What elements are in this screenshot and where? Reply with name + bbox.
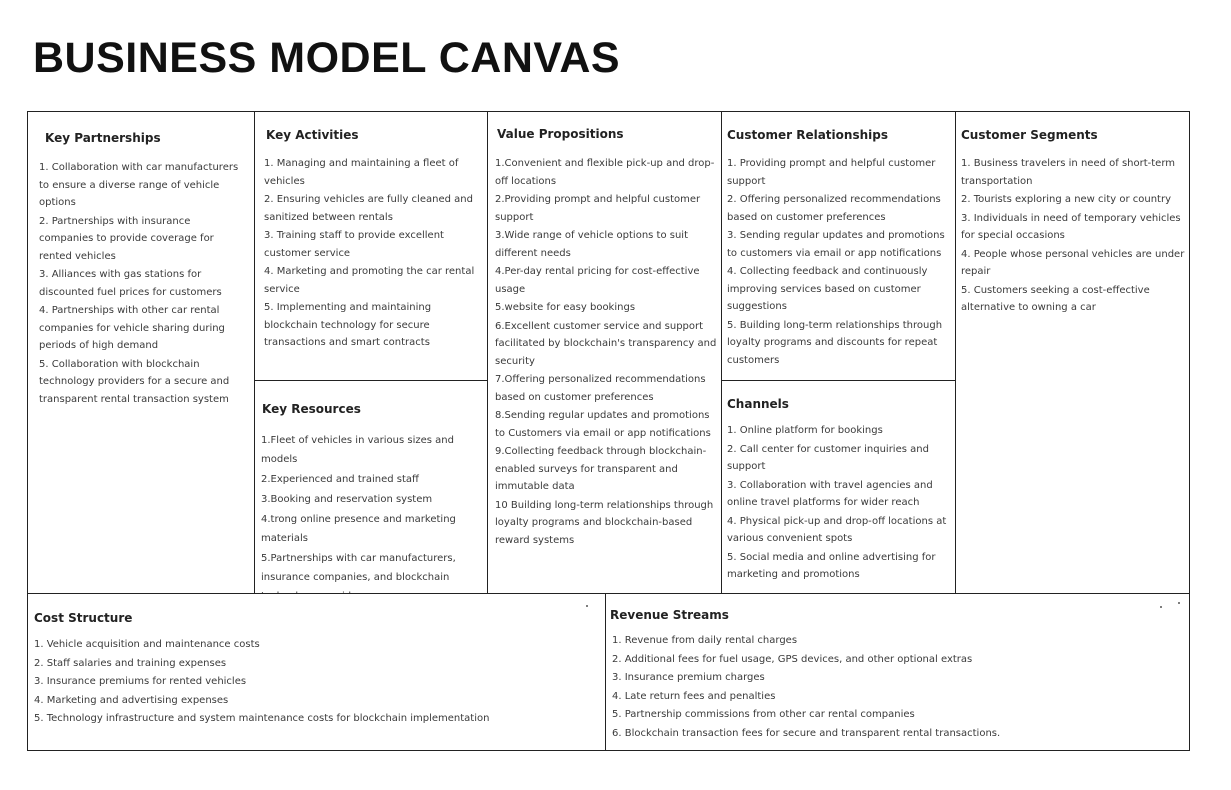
- list-item: 1. Revenue from daily rental charges: [612, 635, 798, 646]
- value-propositions-heading: Value Propositions: [497, 127, 624, 141]
- key-resources-section: Key Resources 1.Fleet of vehicles in var…: [254, 380, 488, 594]
- channels-section: Channels 1. Online platform for bookings…: [721, 380, 956, 594]
- list-item: 4.trong online presence and marketing ma…: [261, 514, 456, 544]
- list-item: 5. Implementing and maintaining blockcha…: [264, 302, 432, 348]
- list-item: 1. Business travelers in need of short-t…: [961, 158, 1175, 187]
- list-item: 1.Convenient and flexible pick-up and dr…: [495, 158, 715, 187]
- value-propositions-list: 1.Convenient and flexible pick-up and dr…: [495, 155, 721, 550]
- list-item: 4. Physical pick-up and drop-off locatio…: [727, 515, 947, 545]
- list-item: 2. Staff salaries and training expenses: [34, 657, 227, 669]
- list-item: 6. Blockchain transaction fees for secur…: [612, 727, 1001, 739]
- key-partnerships-list: 1. Collaboration with car manufacturers …: [39, 159, 239, 409]
- revenue-streams-list: 1. Revenue from daily rental charges 2. …: [612, 632, 1182, 743]
- list-item: 3.Booking and reservation system: [261, 494, 433, 505]
- list-item: 4. Collecting feedback and continuously …: [727, 266, 928, 312]
- key-resources-heading: Key Resources: [262, 402, 361, 416]
- list-item: 3. Insurance premium charges: [612, 672, 765, 683]
- list-item: 3. Alliances with gas stations for disco…: [39, 269, 222, 298]
- stray-dot: [1160, 606, 1162, 608]
- list-item: 1.Fleet of vehicles in various sizes and…: [261, 435, 454, 465]
- list-item: 2. Additional fees for fuel usage, GPS d…: [612, 653, 973, 665]
- list-item: 2. Call center for customer inquiries an…: [727, 443, 929, 473]
- key-activities-section: Key Activities 1. Managing and maintaini…: [254, 111, 488, 381]
- list-item: 3. Sending regular updates and promotion…: [727, 230, 945, 259]
- list-item: 4. Marketing and promoting the car renta…: [264, 266, 475, 295]
- customer-relationships-list: 1. Providing prompt and helpful customer…: [727, 155, 951, 370]
- list-item: 5. Building long-term relationships thro…: [727, 319, 943, 366]
- list-item: 5. Technology infrastructure and system …: [34, 713, 490, 724]
- list-item: 3. Individuals in need of temporary vehi…: [961, 212, 1181, 242]
- cost-structure-section: Cost Structure 1. Vehicle acquisition an…: [27, 593, 606, 751]
- list-item: 3.Wide range of vehicle options to suit …: [495, 230, 689, 259]
- customer-relationships-heading: Customer Relationships: [727, 128, 888, 142]
- list-item: 5.Partnerships with car manufacturers, i…: [261, 553, 456, 593]
- customer-segments-section: Customer Segments 1. Business travelers …: [955, 111, 1190, 594]
- key-partnerships-heading: Key Partnerships: [45, 131, 161, 145]
- list-item: 4. Late return fees and penalties: [612, 690, 776, 702]
- revenue-streams-section: Revenue Streams 1. Revenue from daily re…: [605, 593, 1190, 751]
- customer-relationships-section: Customer Relationships 1. Providing prom…: [721, 111, 956, 381]
- list-item: 3. Insurance premiums for rented vehicle…: [34, 676, 247, 687]
- cost-structure-heading: Cost Structure: [34, 611, 133, 625]
- list-item: 1. Vehicle acquisition and maintenance c…: [34, 639, 260, 650]
- cost-structure-list: 1. Vehicle acquisition and maintenance c…: [34, 636, 594, 729]
- list-item: 5. Social media and online advertising f…: [727, 551, 936, 581]
- list-item: 1. Collaboration with car manufacturers …: [39, 162, 239, 208]
- key-resources-list: 1.Fleet of vehicles in various sizes and…: [261, 431, 483, 593]
- key-activities-heading: Key Activities: [266, 128, 359, 142]
- list-item: 6.Excellent customer service and support…: [495, 320, 717, 367]
- list-item: 7.Offering personalized recommendations …: [495, 374, 706, 403]
- list-item: 2. Offering personalized recommendations…: [727, 194, 941, 223]
- channels-list: 1. Online platform for bookings 2. Call …: [727, 422, 953, 585]
- list-item: 2. Tourists exploring a new city or coun…: [961, 194, 1171, 205]
- list-item: 3. Collaboration with travel agencies an…: [727, 479, 933, 509]
- list-item: 2. Partnerships with insurance companies…: [39, 215, 214, 262]
- list-item: 10 Building long-term relationships thro…: [495, 499, 714, 546]
- list-item: 5. Collaboration with blockchain technol…: [39, 358, 230, 405]
- list-item: 5. Customers seeking a cost-effective al…: [961, 284, 1150, 314]
- page-title: BUSINESS MODEL CANVAS: [33, 34, 621, 82]
- value-propositions-section: Value Propositions 1.Convenient and flex…: [487, 111, 722, 594]
- list-item: 3. Training staff to provide excellent c…: [264, 230, 444, 259]
- key-activities-list: 1. Managing and maintaining a fleet of v…: [264, 155, 480, 353]
- customer-segments-list: 1. Business travelers in need of short-t…: [961, 155, 1187, 318]
- list-item: 5. Partnership commissions from other ca…: [612, 709, 915, 720]
- list-item: 9.Collecting feedback through blockchain…: [495, 446, 707, 492]
- list-item: 8.Sending regular updates and promotions…: [495, 410, 711, 439]
- list-item: 2.Providing prompt and helpful customer …: [495, 194, 701, 223]
- list-item: 4. People whose personal vehicles are un…: [961, 248, 1185, 278]
- list-item: 4. Marketing and advertising expenses: [34, 694, 229, 706]
- list-item: 1. Managing and maintaining a fleet of v…: [264, 158, 459, 187]
- list-item: 4.Per-day rental pricing for cost-effect…: [495, 266, 700, 295]
- list-item: 1. Providing prompt and helpful customer…: [727, 158, 936, 187]
- list-item: 1. Online platform for bookings: [727, 425, 883, 436]
- stray-dot: [586, 605, 588, 607]
- list-item: 2.Experienced and trained staff: [261, 474, 419, 485]
- stray-dot: [1178, 602, 1180, 604]
- list-item: 2. Ensuring vehicles are fully cleaned a…: [264, 194, 473, 223]
- channels-heading: Channels: [727, 397, 789, 411]
- list-item: 4. Partnerships with other car rental co…: [39, 305, 225, 351]
- revenue-streams-heading: Revenue Streams: [610, 608, 729, 622]
- customer-segments-heading: Customer Segments: [961, 128, 1098, 142]
- list-item: 5.website for easy bookings: [495, 302, 636, 313]
- key-partnerships-section: Key Partnerships 1. Collaboration with c…: [27, 111, 255, 594]
